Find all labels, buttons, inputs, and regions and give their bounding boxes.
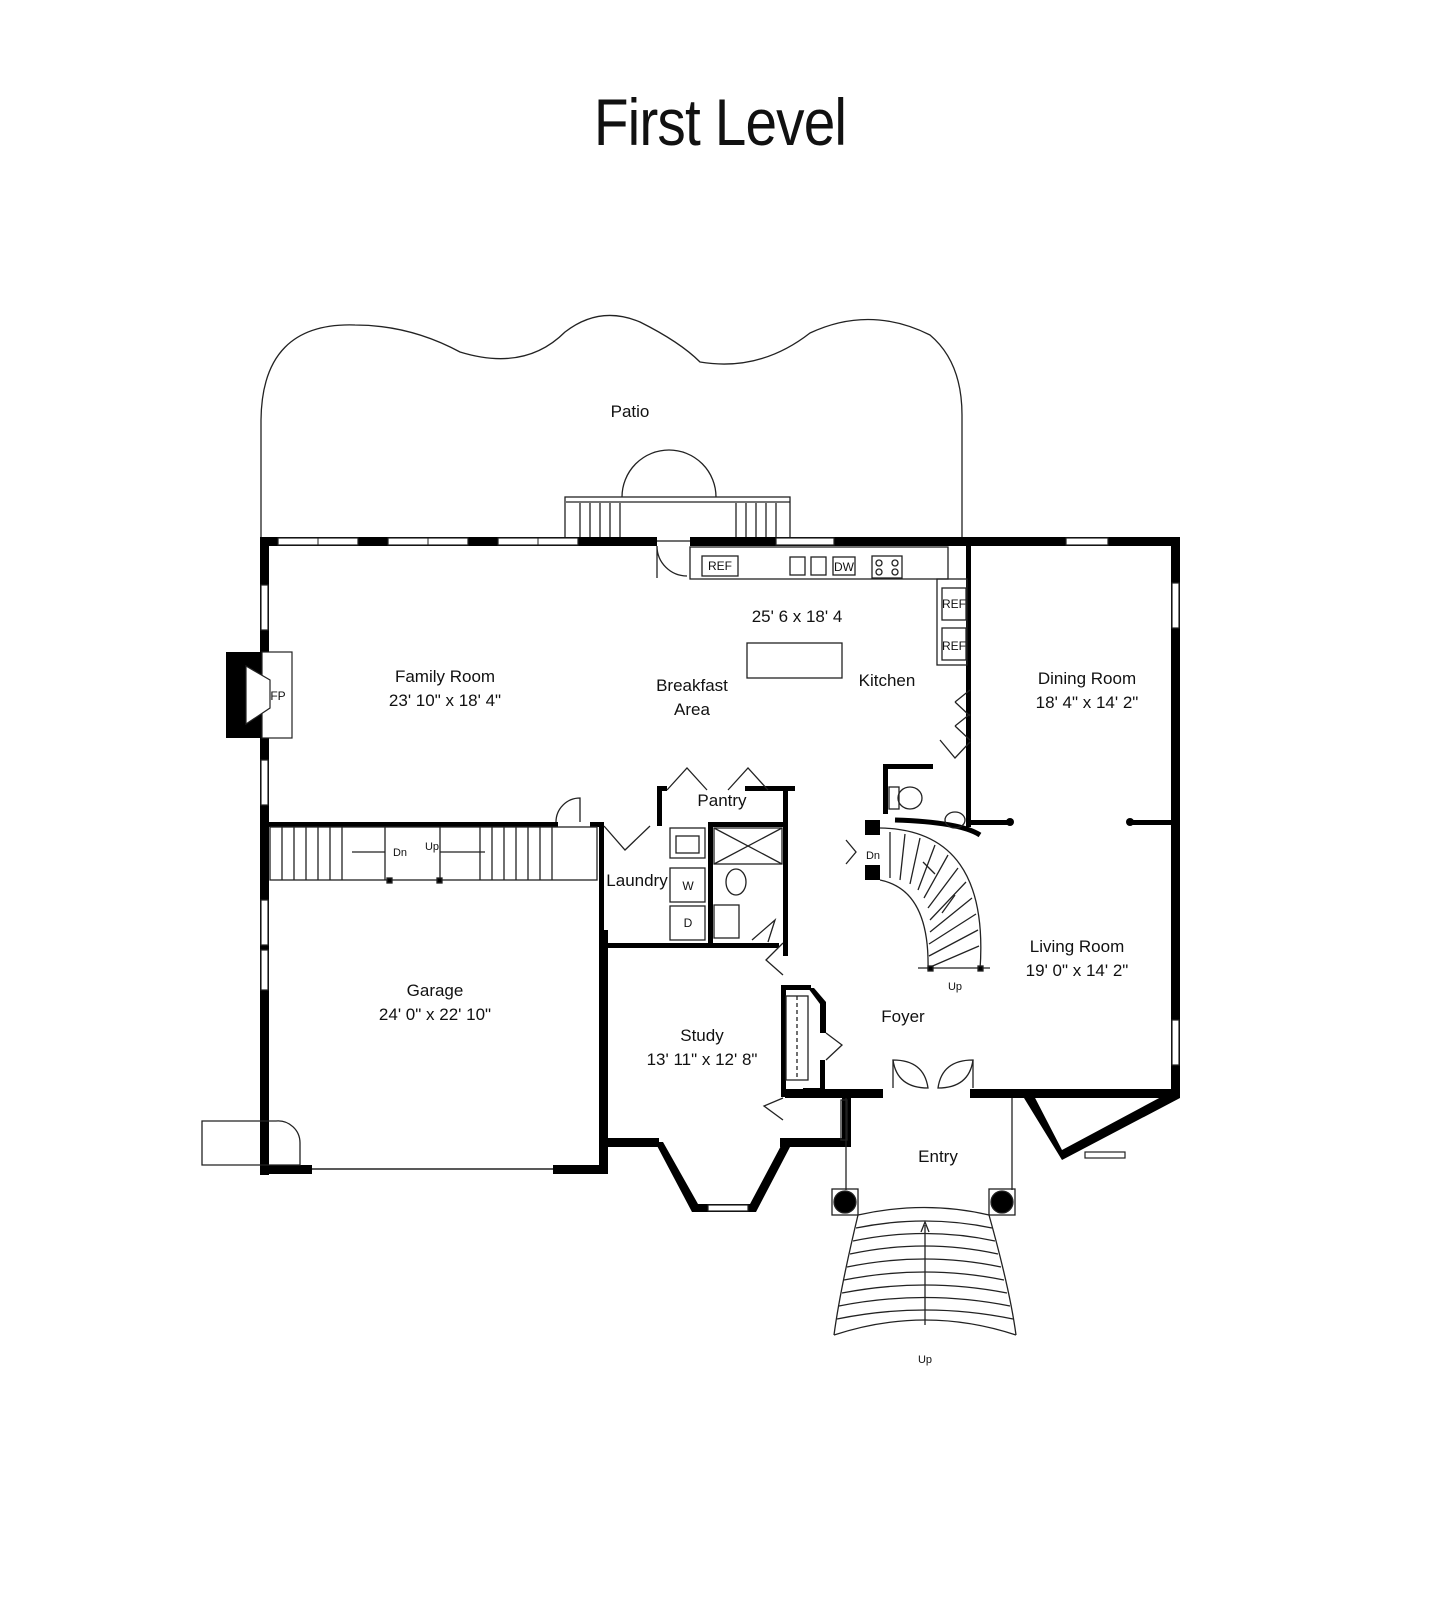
garage-stairs [269, 826, 598, 884]
living-room-label: Living Room [1030, 937, 1125, 956]
patio-outline [260, 314, 963, 541]
laundry-fixtures [669, 786, 966, 941]
dishwasher-label: DW [834, 560, 855, 574]
foyer-label: Foyer [881, 1007, 925, 1026]
garage-label: Garage [407, 981, 464, 1000]
living-room-dimensions: 19' 0" x 14' 2" [1026, 961, 1129, 980]
ref-label-2: REF [942, 597, 966, 611]
windows [260, 537, 1180, 1212]
washer-label: W [682, 879, 694, 893]
main-stair-dn-label: Dn [866, 850, 880, 862]
plan-title: First Level [593, 85, 847, 159]
fireplace: FP [226, 651, 293, 739]
entry-steps [831, 1098, 1017, 1336]
dryer-label: D [684, 916, 693, 930]
pantry-label: Pantry [697, 791, 747, 810]
patio-semicircle [621, 449, 717, 498]
dining-room-dimensions: 18' 4" x 14' 2" [1036, 693, 1139, 712]
garage-stair-up-label: Up [425, 841, 439, 853]
patio-steps [564, 496, 791, 542]
main-staircase [879, 827, 990, 972]
family-room-label: Family Room [395, 667, 495, 686]
garage-dimensions: 24' 0" x 22' 10" [379, 1005, 491, 1024]
garage-stair-dn-label: Dn [393, 847, 407, 859]
exterior-walls [260, 537, 1180, 1212]
fireplace-label: FP [270, 689, 285, 703]
breakfast-area-label-line1: Breakfast [656, 676, 728, 695]
study-dimensions: 13' 11" x 12' 8" [647, 1050, 758, 1069]
family-room-dimensions: 23' 10" x 18' 4" [389, 691, 501, 710]
breakfast-area-label-line2: Area [674, 700, 710, 719]
kitchen-island [746, 642, 843, 679]
kitchen-counter [689, 546, 968, 679]
kitchen-label: Kitchen [859, 671, 916, 690]
entry-label: Entry [918, 1147, 958, 1166]
laundry-label: Laundry [606, 871, 668, 890]
study-closet [785, 995, 848, 1141]
study-label: Study [680, 1026, 724, 1045]
entry-stair-up-label: Up [918, 1354, 932, 1366]
patio-label: Patio [611, 402, 650, 421]
interior-walls [268, 546, 1175, 1097]
dining-room-label: Dining Room [1038, 669, 1136, 688]
main-stair-up-label: Up [948, 981, 962, 993]
ref-label-3: REF [942, 639, 966, 653]
kitchen-dimensions: 25' 6 x 18' 4 [752, 607, 843, 626]
doors [201, 545, 974, 1166]
ref-label-1: REF [708, 559, 732, 573]
